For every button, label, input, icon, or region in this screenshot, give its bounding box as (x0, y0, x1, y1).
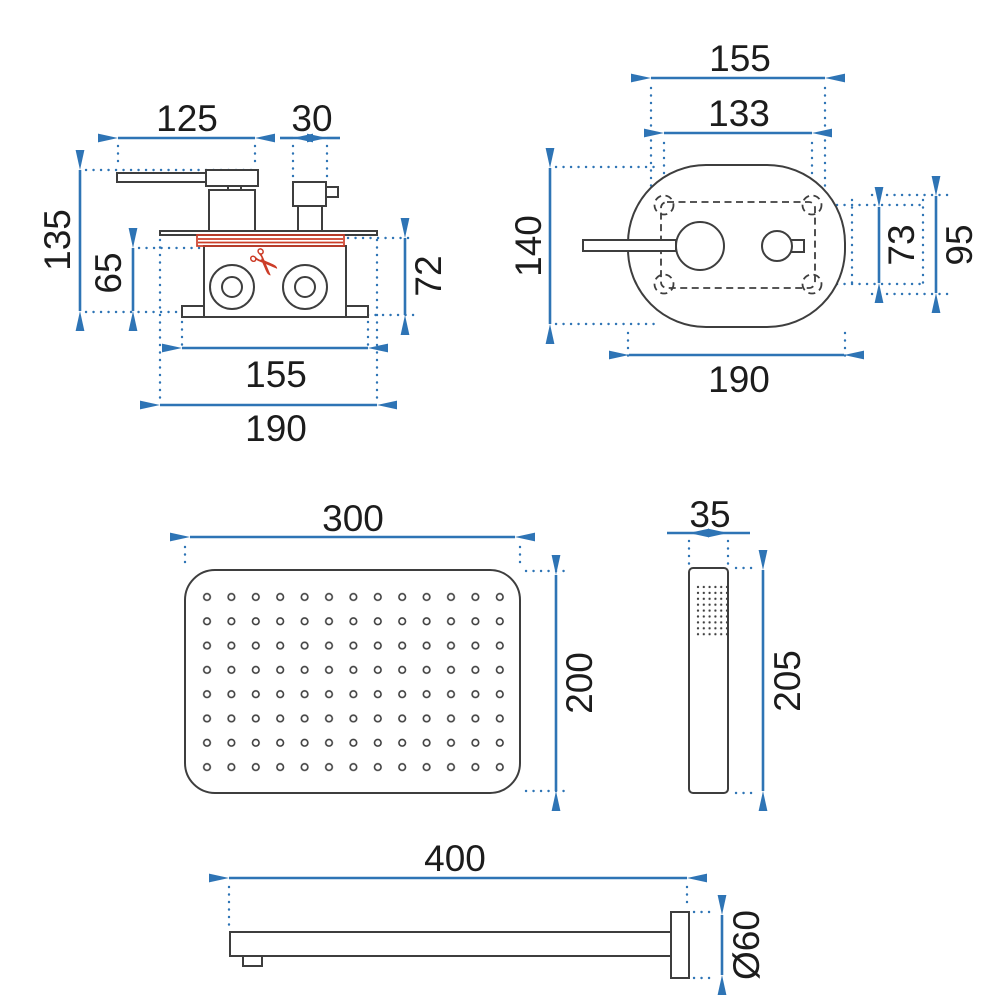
spray-face-dots (695, 584, 730, 638)
mixer-outlet-stem (297, 205, 323, 232)
dim-label-body-width: 155 (245, 354, 307, 395)
arm-bar (229, 931, 672, 957)
mounting-hole-dashed (801, 273, 823, 295)
mixer-mounting-tab-right (345, 305, 369, 318)
dim-label-total-height: 135 (37, 209, 78, 271)
mixer-side-body (116, 169, 378, 318)
mounting-hole-dashed (653, 194, 675, 216)
mixer-inlet-port-left (209, 264, 255, 310)
shower-arm-dimensions: 400 Ø60 (209, 838, 767, 995)
mounting-hole-dashed (653, 273, 675, 295)
cut-band-outline (196, 234, 345, 247)
dim-label-plate-height: 140 (508, 215, 549, 277)
dim-label-arm-length: 400 (424, 838, 486, 879)
lever-handle (582, 239, 677, 252)
mixer-knob-large (675, 221, 725, 271)
dim-label-flange-diameter: Ø60 (726, 910, 767, 980)
dim-label-plate-width: 190 (708, 359, 770, 400)
mixer-outlet-head (292, 181, 327, 207)
mixer-outlet-nub (325, 186, 339, 198)
dim-label-head-width: 300 (322, 498, 384, 539)
recess-dashed-outline (660, 201, 816, 289)
mixer-side-dimensions: 125 30 135 65 72 155 190 (37, 98, 449, 449)
mixer-front-body (582, 164, 846, 328)
shower-head-extension-lines (183, 545, 566, 793)
dim-label-holes-width: 155 (709, 38, 771, 79)
mixer-cartridge (208, 189, 256, 232)
dim-label-hand-width: 35 (689, 494, 730, 535)
arm-spout-nub (242, 955, 263, 967)
mixer-inlet-port-right (282, 264, 328, 310)
dim-label-recess-height: 73 (881, 224, 922, 265)
dim-label-plate-width: 190 (245, 408, 307, 449)
hand-shower-dimensions: 35 205 (667, 494, 808, 811)
arm-wall-flange (670, 911, 690, 979)
mixer-body-box (203, 245, 347, 318)
mixer-inlet-port-left-inner (221, 276, 243, 298)
dim-label-hand-length: 205 (767, 650, 808, 712)
mixer-lever-head (205, 169, 259, 187)
mixer-front-dimensions: 155 133 140 73 95 190 (508, 38, 980, 400)
dim-label-recess-width: 133 (708, 93, 770, 134)
shower-arm-view: 400 Ø60 (209, 838, 767, 995)
mixer-side-view: ✂ 125 30 135 65 72 155 190 (37, 98, 449, 449)
mixer-front-view: 155 133 140 73 95 190 (508, 38, 980, 400)
diverter-knob-small (761, 230, 793, 262)
mixer-inlet-port-right-inner (294, 276, 316, 298)
dim-label-head-depth: 200 (559, 652, 600, 714)
dim-label-outlet-width: 30 (291, 98, 332, 139)
hand-shower-view: 35 205 (667, 494, 808, 811)
shower-head-dimensions: 300 200 (170, 498, 600, 811)
dim-label-holes-height: 95 (939, 224, 980, 265)
mounting-hole-dashed (801, 194, 823, 216)
shower-arm-extension-lines (227, 885, 718, 980)
shower-head-view: 300 200 (170, 498, 600, 811)
dim-label-body-height: 72 (408, 255, 449, 296)
dim-label-recess-depth: 65 (88, 252, 129, 293)
nozzle-grid (194, 584, 513, 780)
mixer-lever-bar (116, 172, 207, 183)
dim-label-handle-length: 125 (156, 98, 218, 139)
mixer-mounting-tab-left (181, 305, 205, 318)
